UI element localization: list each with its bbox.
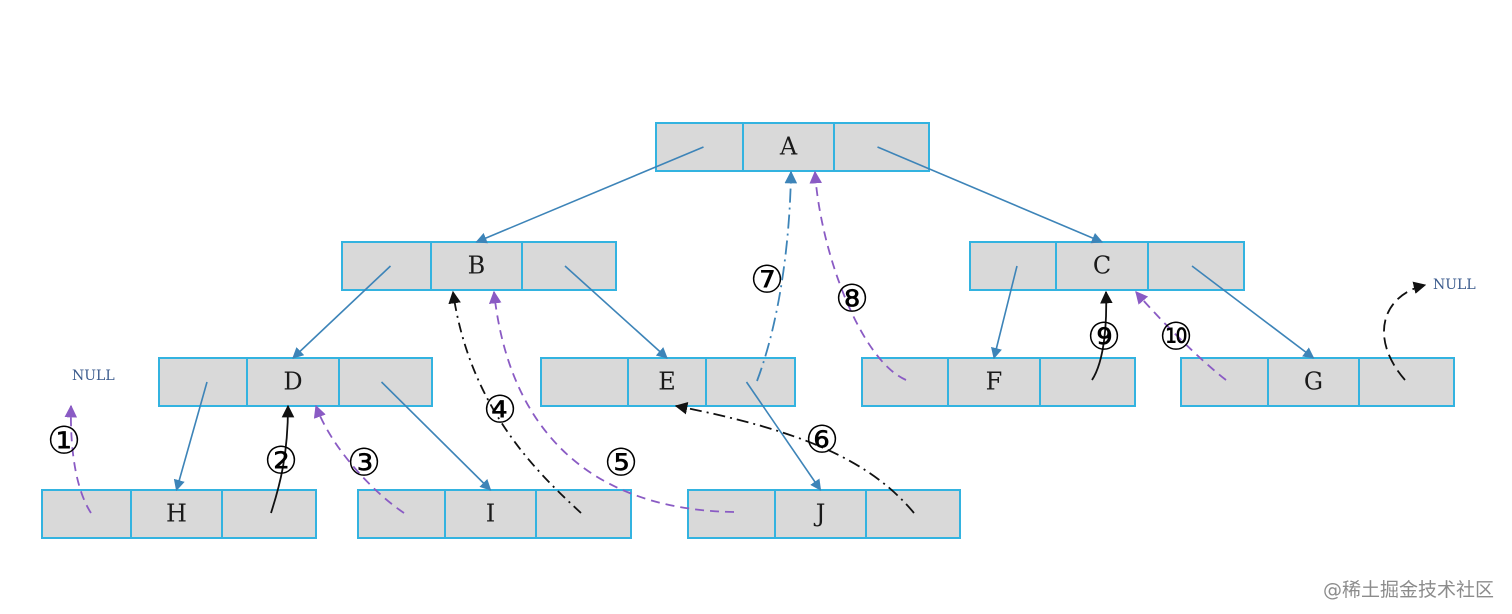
node-f-left-pointer-cell [861,357,949,407]
null-label-left: NULL [72,368,115,384]
watermark: @稀土掘金技术社区 [1322,579,1494,601]
step-marker-9: ⑨ [1087,315,1121,359]
node-e-label: E [658,368,676,396]
thread-arrow-g-c [1135,291,1227,381]
null-label-right: NULL [1433,277,1476,293]
tree-node-f: F [861,357,1136,407]
node-f-right-pointer-cell [1039,357,1136,407]
tree-node-a: A [655,122,930,172]
node-j-label: J [813,500,826,528]
node-f-label: F [986,368,1003,396]
node-h-label: H [166,500,187,528]
thread-arrow-h-null [64,404,92,514]
node-h-right-pointer-cell [221,489,317,539]
node-j-data-cell [774,489,867,539]
node-b-right-pointer-cell [521,241,617,291]
child-edge-b-d [292,265,392,359]
child-edge-e-j [745,381,822,491]
node-i-right-pointer-cell [535,489,632,539]
tree-node-i: I [357,489,632,539]
node-j-right-pointer-cell [865,489,961,539]
node-d-label: D [283,368,302,396]
node-a-left-pointer-cell [655,122,744,172]
node-a-data-cell [742,122,835,172]
step-marker-3: ③ [347,441,381,485]
node-d-data-cell [246,357,340,407]
node-i-label: I [486,500,495,528]
node-d-right-pointer-cell [338,357,433,407]
node-j-left-pointer-cell [687,489,776,539]
child-edge-a-c [877,146,1104,244]
tree-node-e: E [540,357,796,407]
step-marker-1: ① [47,419,81,463]
thread-arrow-f-a [809,170,907,381]
node-e-right-pointer-cell [705,357,796,407]
child-edge-b-e [564,265,668,359]
node-a-right-pointer-cell [833,122,930,172]
step-marker-8: ⑧ [835,277,869,321]
step-marker-5: ⑤ [604,441,638,485]
child-edge-d-h [173,381,208,492]
node-c-left-pointer-cell [969,241,1057,291]
step-marker-7: ⑦ [750,258,784,302]
child-edge-c-f [991,265,1018,360]
step-marker-10: ⑩ [1159,315,1193,359]
child-edge-a-b [475,146,704,244]
step-marker-4: ④ [483,388,517,432]
thread-arrow-h-d [270,404,295,514]
node-e-left-pointer-cell [540,357,629,407]
thread-arrow-i-b [448,290,582,514]
step-marker-6: ⑥ [805,418,839,462]
node-e-data-cell [627,357,707,407]
tree-node-c: C [969,241,1245,291]
tree-node-j: J [687,489,961,539]
step-marker-2: ② [264,439,298,483]
child-edge-c-g [1191,265,1315,359]
node-b-left-pointer-cell [341,241,432,291]
tree-node-h: H [41,489,317,539]
node-b-data-cell [430,241,523,291]
tree-node-b: B [341,241,617,291]
node-h-left-pointer-cell [41,489,132,539]
node-c-label: C [1093,252,1111,280]
node-a-label: A [779,133,798,161]
node-c-right-pointer-cell [1147,241,1245,291]
node-g-data-cell [1267,357,1360,407]
node-layer: A B C D E F G H I J [41,122,1455,539]
node-b-label: B [468,252,486,280]
thread-g-null [1383,281,1427,381]
thread-arrow-i-d [313,404,405,514]
node-f-data-cell [947,357,1041,407]
tree-node-d: D [158,357,433,407]
tree-node-g: G [1180,357,1455,407]
node-g-left-pointer-cell [1180,357,1269,407]
thread-arrow-f-c [1091,290,1113,381]
node-g-right-pointer-cell [1358,357,1455,407]
thread-arrow-e-a [756,170,798,382]
node-g-label: G [1304,368,1323,396]
edge-layer [173,146,1315,492]
node-i-left-pointer-cell [357,489,446,539]
thread-arrow-j-e [674,401,915,514]
child-edge-d-i [380,381,492,491]
label-layer: NULL NULL [72,277,1476,384]
thread-arrow-j-b [488,290,735,513]
